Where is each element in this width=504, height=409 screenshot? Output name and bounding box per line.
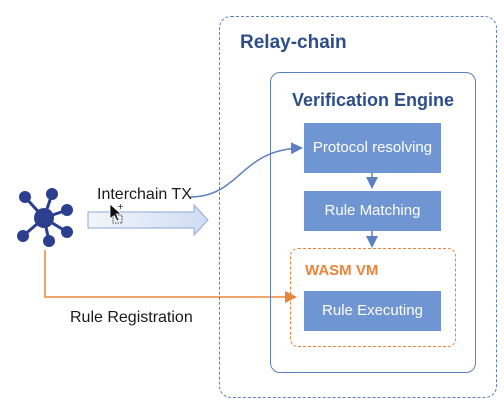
relay-chain-title: Relay-chain — [240, 32, 347, 53]
rule-registration-connector — [44, 250, 297, 303]
interchain-tx-big-arrow — [87, 203, 209, 237]
network-hub-icon — [17, 188, 73, 247]
rule-registration-label: Rule Registration — [70, 309, 193, 326]
interchain-tx-connector — [189, 142, 303, 198]
verification-engine-container — [270, 72, 476, 373]
relay-chain-container — [219, 16, 497, 398]
protocol-resolving-box: Protocol resolving — [304, 123, 441, 173]
mouse-cursor-icon: + — [109, 202, 124, 224]
rule-matching-box: Rule Matching — [304, 191, 441, 231]
rule-executing-box: Rule Executing — [304, 291, 441, 331]
interchain-tx-label: Interchain TX — [97, 186, 192, 203]
verification-engine-title: Verification Engine — [291, 90, 455, 110]
wasm-vm-title: WASM VM — [305, 262, 379, 279]
wasm-vm-container — [290, 248, 456, 347]
svg-text:+: + — [117, 202, 124, 211]
